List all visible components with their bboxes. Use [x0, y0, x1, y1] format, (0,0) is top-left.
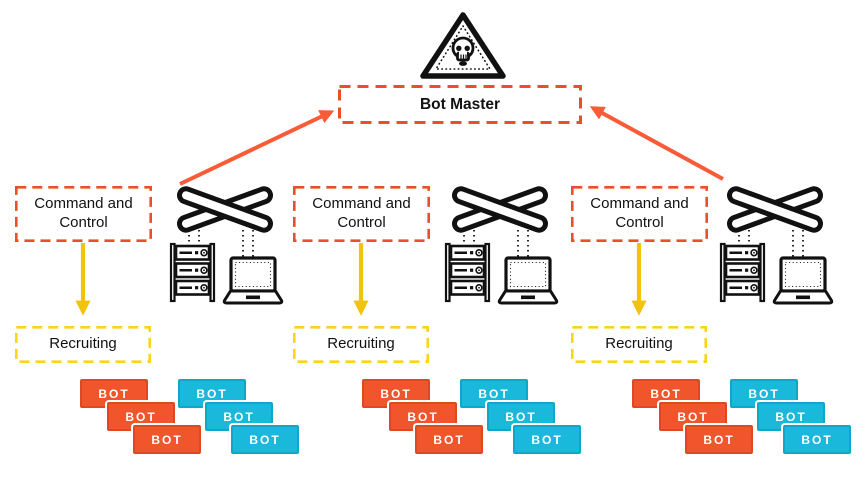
bot-card: BOT [783, 425, 851, 454]
bot-label: BOT [125, 409, 157, 424]
uplink-arrow-left [179, 110, 335, 186]
dashed-border [338, 85, 582, 124]
command-control-box-3: Command and Control [571, 186, 708, 242]
bot-label: BOT [407, 409, 439, 424]
recruiting-label: Recruiting [327, 335, 395, 353]
bot-label: BOT [151, 432, 183, 447]
bot-card: BOT [133, 425, 201, 454]
network-node-1 [165, 184, 295, 308]
bot-card: BOT [415, 425, 483, 454]
bot-label: BOT [196, 386, 228, 401]
dashed-border [15, 326, 151, 363]
bot-card: BOT [231, 425, 299, 454]
bot-label: BOT [249, 432, 281, 447]
bot-card: BOT [178, 379, 246, 408]
bot-label: BOT [505, 409, 537, 424]
recruiting-label: Recruiting [605, 335, 673, 353]
bot-label: BOT [380, 386, 412, 401]
bot-label: BOT [801, 432, 833, 447]
bot-label: BOT [677, 409, 709, 424]
recruiting-label: Recruiting [49, 335, 117, 353]
bot-label: BOT [433, 432, 465, 447]
bot-label: BOT [478, 386, 510, 401]
bot-master-label: Bot Master [419, 95, 501, 113]
command-control-label: Command and Control [590, 195, 689, 231]
bot-master-box: Bot Master [338, 85, 582, 124]
dashed-border [15, 186, 152, 242]
bot-label: BOT [703, 432, 735, 447]
bot-card: BOT [513, 425, 581, 454]
network-node-3 [715, 184, 845, 308]
dashed-border [571, 326, 707, 363]
bot-label: BOT [223, 409, 255, 424]
dashed-border [293, 186, 430, 242]
dashed-border [571, 186, 708, 242]
command-control-box-1: Command and Control [15, 186, 152, 242]
bot-label: BOT [748, 386, 780, 401]
bot-card: BOT [685, 425, 753, 454]
bot-label: BOT [531, 432, 563, 447]
command-control-box-2: Command and Control [293, 186, 430, 242]
bot-label: BOT [775, 409, 807, 424]
recruiting-box-1: Recruiting [15, 326, 151, 363]
dashed-border [293, 326, 429, 363]
recruiting-box-3: Recruiting [571, 326, 707, 363]
uplink-arrow-right [589, 106, 724, 181]
network-node-2 [440, 184, 570, 308]
bot-label: BOT [98, 386, 130, 401]
bot-label: BOT [650, 386, 682, 401]
recruiting-box-2: Recruiting [293, 326, 429, 363]
skull-warning-icon [420, 12, 506, 79]
command-control-label: Command and Control [34, 195, 133, 231]
skull-glyph [451, 36, 475, 66]
command-control-label: Command and Control [312, 195, 411, 231]
